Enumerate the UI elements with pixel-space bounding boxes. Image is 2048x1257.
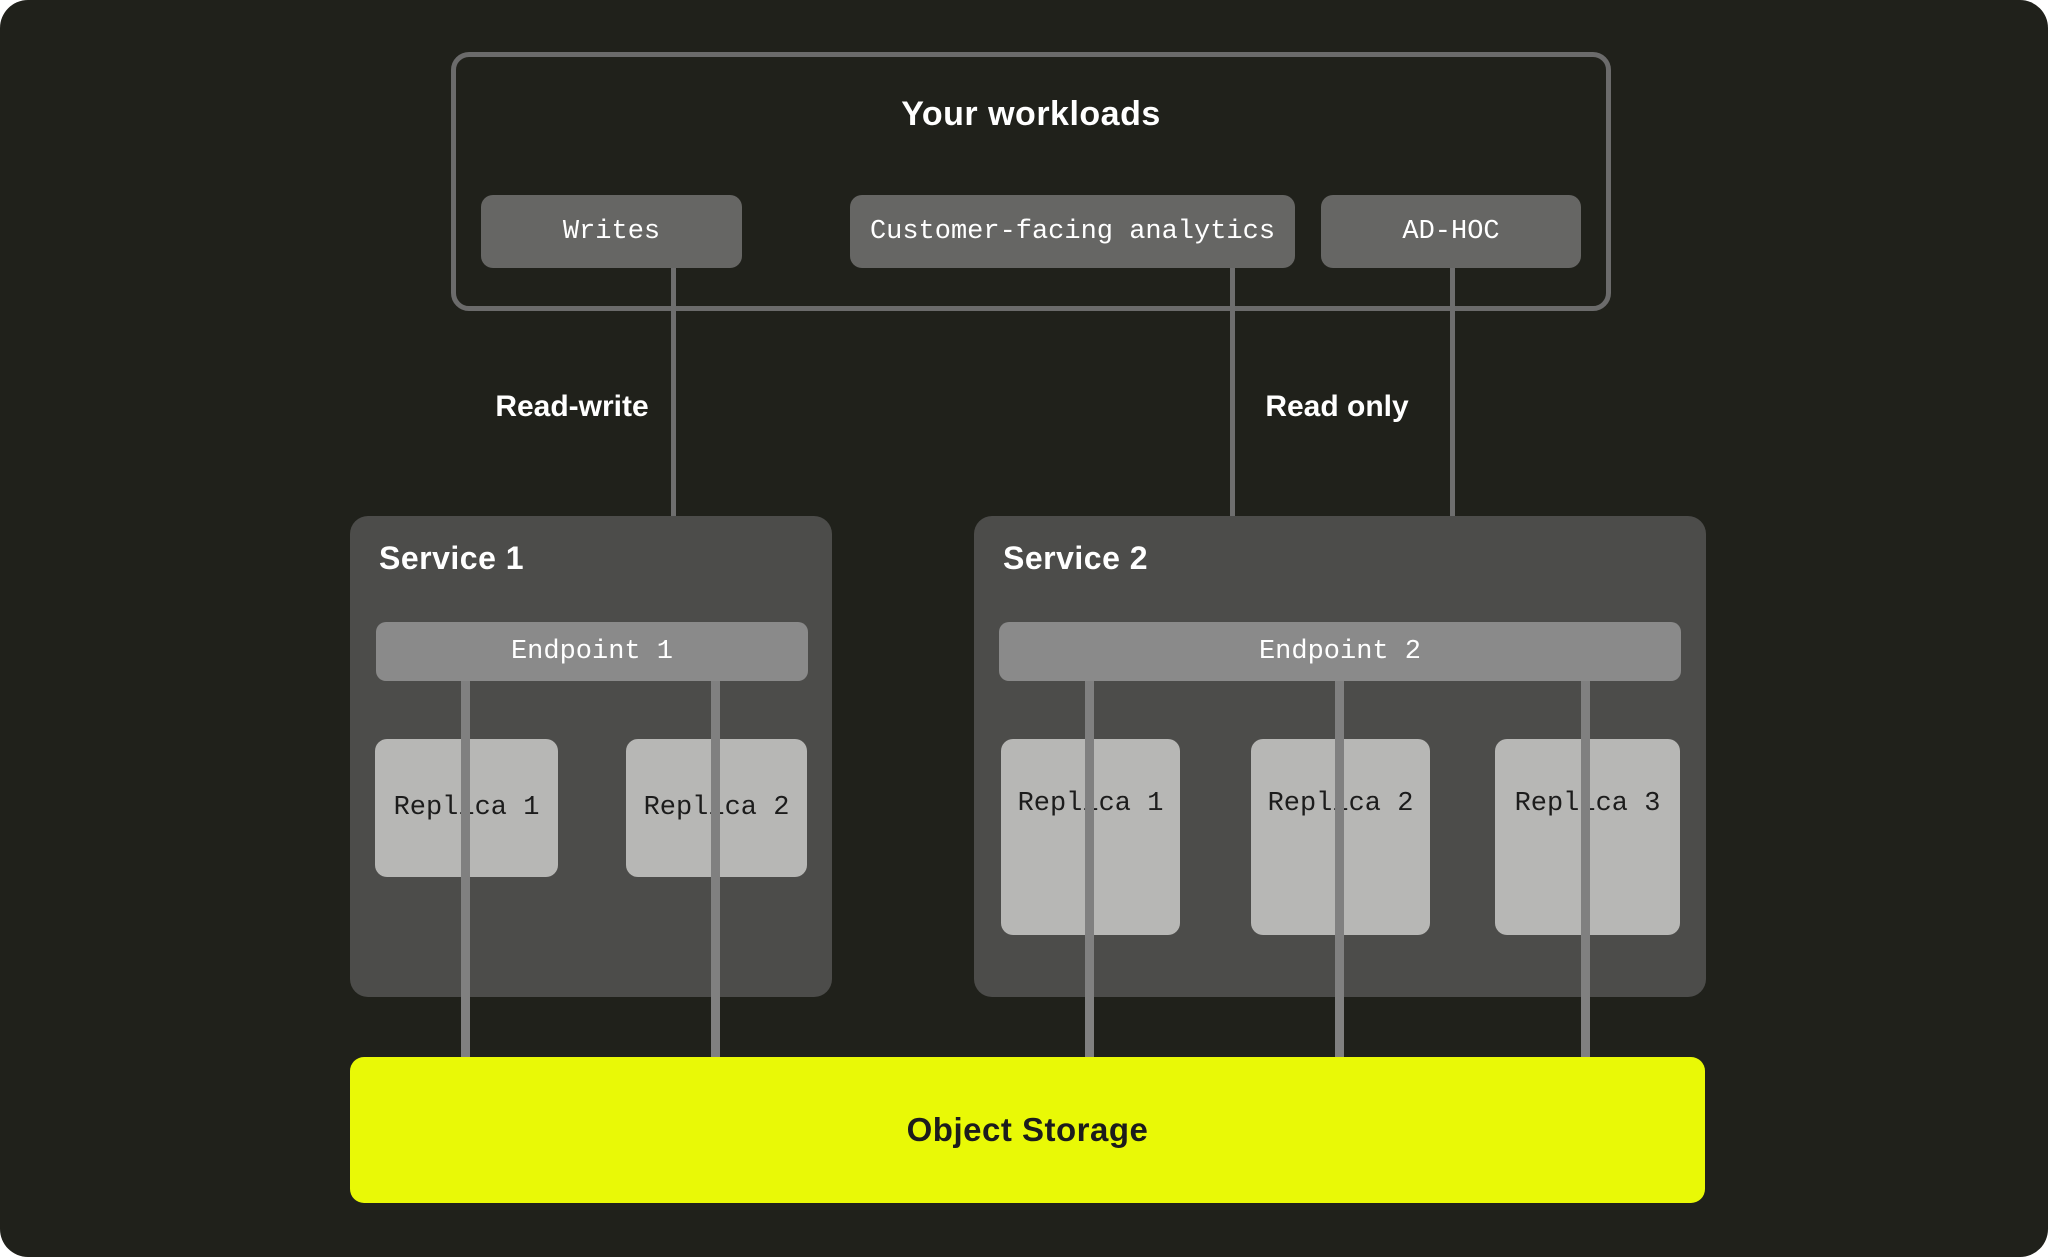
edge-label-read-only: Read only [1265, 390, 1409, 423]
workload-chip-writes: Writes [481, 195, 742, 268]
connector-service2-replica3 [1581, 681, 1590, 1057]
connector-service1-replica1 [461, 681, 470, 1057]
arrow-line [1450, 268, 1455, 591]
arrow-line [1230, 268, 1235, 591]
connector-service1-replica2 [711, 681, 720, 1057]
service2-endpoint: Endpoint 2 [999, 622, 1681, 681]
workloads-panel-title: Your workloads [901, 95, 1161, 133]
workloads-panel: Your workloads Writes Customer-facing an… [451, 52, 1611, 311]
service1-box: Service 1 Endpoint 1 Replica 1 Replica 2 [350, 516, 832, 997]
workload-chip-customer-facing-analytics: Customer-facing analytics [850, 195, 1295, 268]
workload-chip-ad-hoc: AD-HOC [1321, 195, 1581, 268]
service1-endpoint: Endpoint 1 [376, 622, 808, 681]
service1-title: Service 1 [379, 540, 525, 576]
arrow-line [671, 268, 676, 591]
edge-label-read-write: Read-write [495, 390, 649, 423]
connector-service2-replica1 [1085, 681, 1094, 1057]
object-storage-bar: Object Storage [350, 1057, 1705, 1203]
connector-service2-replica2 [1335, 681, 1344, 1057]
service2-title: Service 2 [1003, 540, 1149, 576]
